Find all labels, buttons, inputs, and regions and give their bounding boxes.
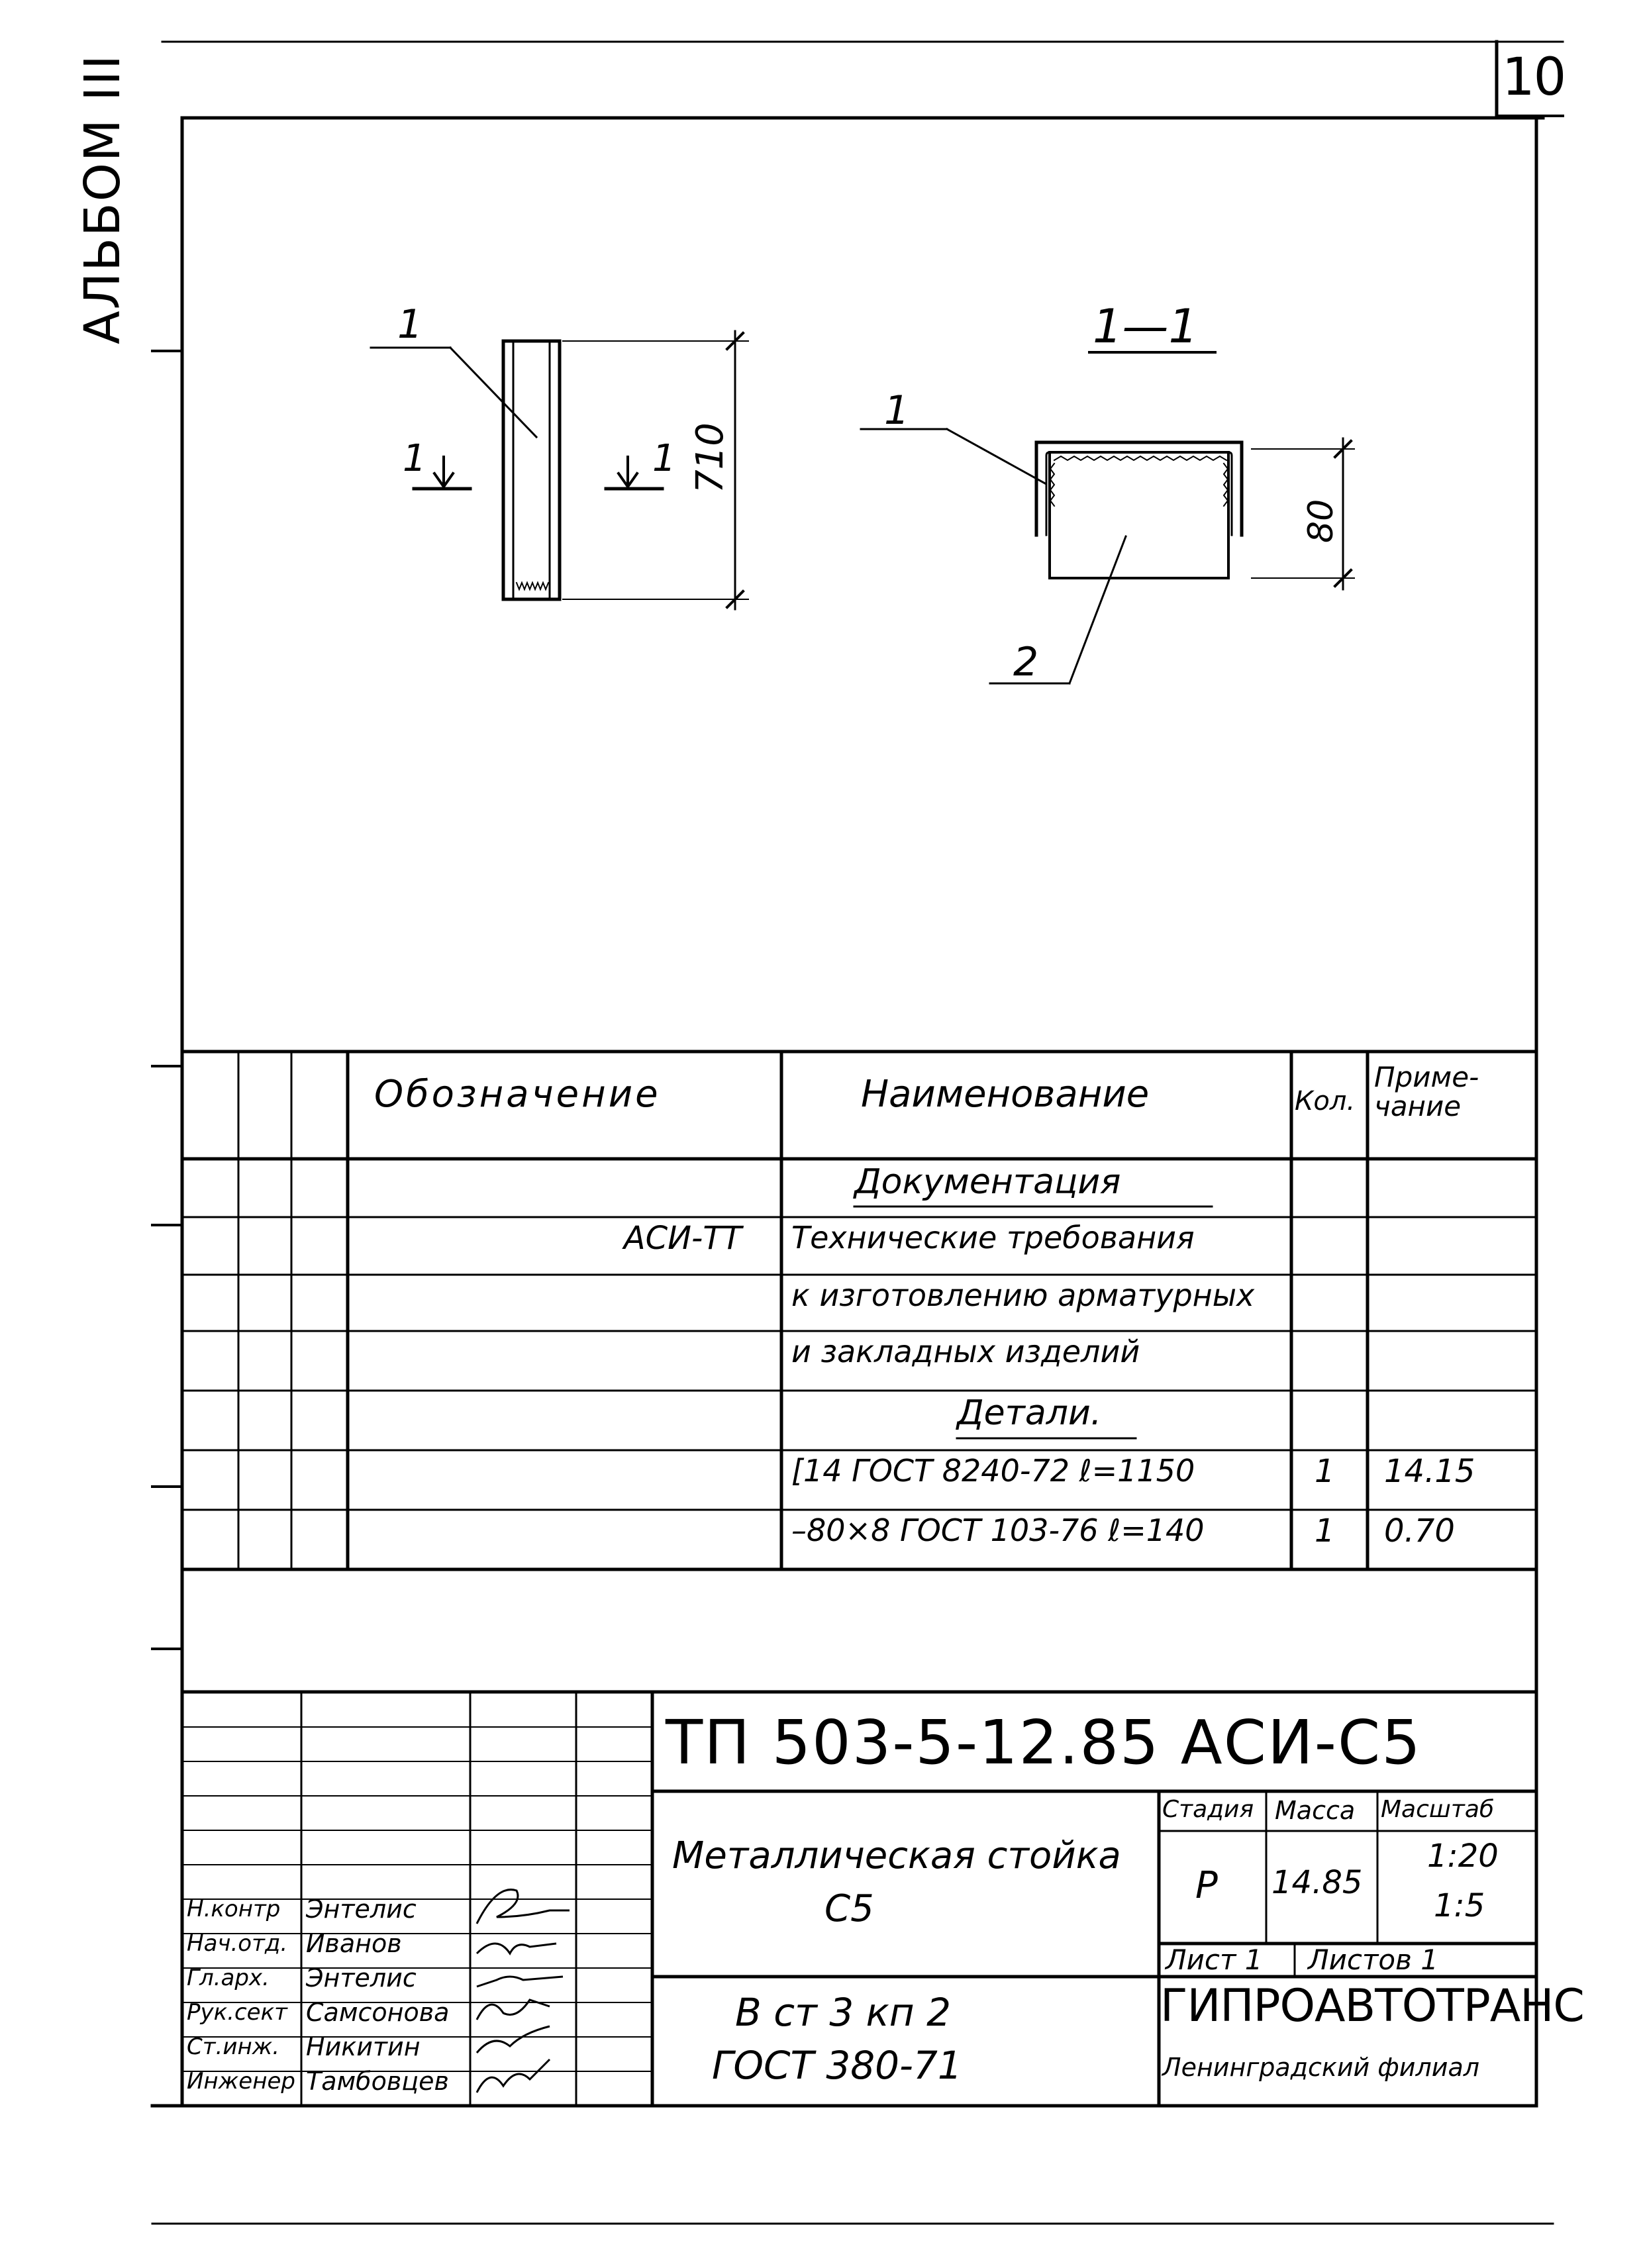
stage-label: Стадия [1162, 1796, 1254, 1823]
spec-qty: 1 [1315, 1453, 1335, 1490]
document-code: ТП 503-5-12.85 АСИ-С5 [666, 1707, 1422, 1778]
spec-name: –80×8 ГОСТ 103-76 ℓ=140 [791, 1512, 1205, 1548]
page-number: 10 [1502, 48, 1566, 107]
spec-name: Документация [854, 1162, 1121, 1202]
stage-value: Р [1195, 1864, 1218, 1907]
section-mark-right: 1 [652, 437, 676, 480]
signatory-name: Энтелис [306, 1895, 417, 1924]
signatory-role: Нач.отд. [187, 1930, 288, 1957]
scale-value-2: 1:5 [1434, 1887, 1485, 1924]
item-name-line2: С5 [824, 1887, 874, 1930]
album-label: АЛЬБОМ III [74, 54, 131, 344]
signatures [475, 1889, 570, 2093]
callout-1-section: 1 [884, 387, 910, 434]
signatory-name: Тамбовцев [306, 2067, 449, 2096]
section-title: 1—1 [1093, 299, 1199, 354]
spec-note: 0.70 [1384, 1512, 1455, 1550]
scale-label: Масштаб [1381, 1796, 1495, 1823]
signatory-name: Самсонова [306, 1998, 450, 2027]
organization: ГИПРОАВТОТРАНС [1160, 1980, 1585, 2032]
signatory-name: Энтелис [306, 1963, 417, 1993]
header-name: Наименование [861, 1073, 1150, 1116]
signatory-name: Иванов [306, 1929, 402, 1958]
spec-name: [14 ГОСТ 8240-72 ℓ=1150 [791, 1453, 1195, 1489]
spec-note: 14.15 [1384, 1453, 1475, 1490]
mass-label: Масса [1275, 1796, 1356, 1825]
signatory-role: Рук.сект [187, 1999, 287, 2026]
spec-name: к изготовлению арматурных [791, 1277, 1255, 1313]
spec-qty: 1 [1315, 1512, 1335, 1550]
item-name-line1: Металлическая стойка [672, 1834, 1121, 1877]
spec-name: Технические требования [791, 1220, 1195, 1256]
section-mark-left: 1 [403, 437, 426, 480]
mass-value: 14.85 [1271, 1864, 1363, 1901]
signatory-role: Инженер [187, 2068, 295, 2095]
header-qty: Кол. [1295, 1086, 1356, 1116]
spec-designation: АСИ-ТТ [623, 1220, 742, 1257]
signatory-name: Никитин [306, 2032, 421, 2061]
spec-name: Детали. [957, 1393, 1102, 1433]
material-line2: ГОСТ 380-71 [712, 2043, 962, 2088]
dimension-710: 710 [689, 422, 732, 493]
sheets-label: Листов 1 [1308, 1944, 1438, 1976]
callout-1-elevation: 1 [397, 301, 423, 348]
signatory-role: Гл.арх. [187, 1965, 270, 1991]
callout-2-section: 2 [1013, 639, 1039, 685]
dimension-80: 80 [1301, 499, 1341, 543]
header-designation: Обозначение [374, 1073, 661, 1116]
material-line1: В ст 3 кп 2 [735, 1990, 951, 2035]
section-view [860, 351, 1355, 685]
elevation-view [370, 330, 749, 611]
spec-name: и закладных изделий [791, 1334, 1140, 1369]
signatory-role: Н.контр [187, 1896, 281, 1922]
signatory-role: Ст.инж. [187, 2034, 280, 2060]
sheet-label: Лист 1 [1166, 1944, 1263, 1976]
header-note: Приме- чание [1374, 1061, 1479, 1123]
branch: Ленинградский филиал [1162, 2053, 1480, 2082]
scale-value-1: 1:20 [1427, 1838, 1499, 1875]
